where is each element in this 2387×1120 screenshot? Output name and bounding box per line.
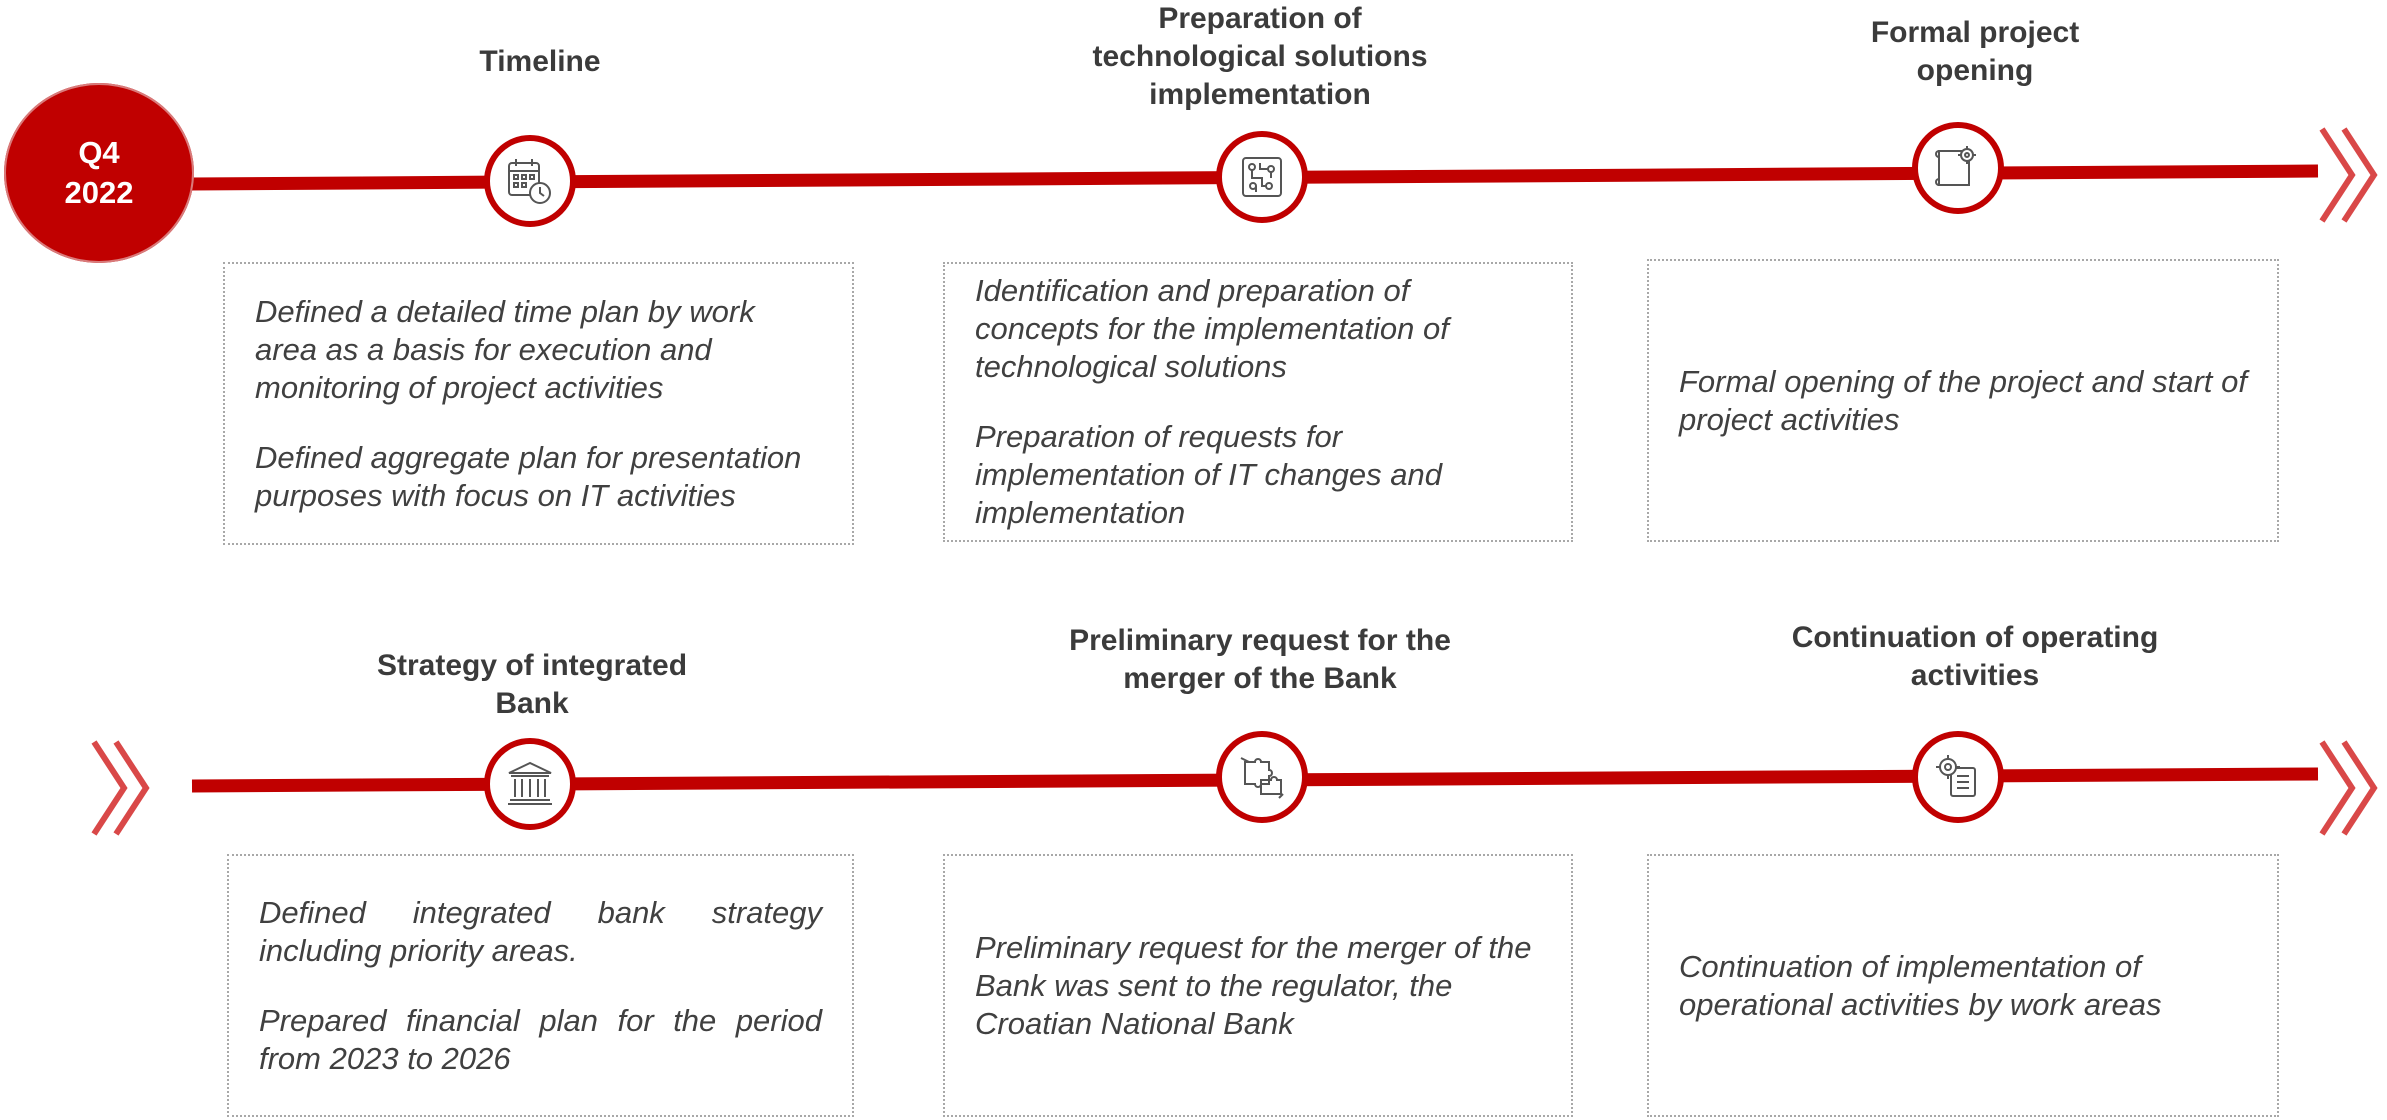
quarter-label: Q4 <box>78 135 120 170</box>
chevron-right-icon <box>2319 127 2378 223</box>
milestone-title: Preparation of technological solutions i… <box>1092 2 1428 111</box>
milestone-node <box>1216 131 1308 223</box>
quarter-year: 2022 <box>64 175 134 210</box>
milestone-description-box: Defined a detailed time plan by work are… <box>223 262 854 545</box>
milestone-description-box: Continuation of implementation of operat… <box>1647 854 2279 1117</box>
description-paragraph: Defined aggregate plan for presentation … <box>255 439 802 513</box>
milestone-title: Timeline <box>479 45 601 78</box>
chevron-right-icon <box>2319 740 2378 836</box>
circuit-board-icon <box>1242 157 1282 197</box>
quarter-badge: Q4 2022 <box>4 83 194 263</box>
description-paragraph: Identification and preparation of concep… <box>975 273 1449 384</box>
chevron-right-icon <box>91 740 150 836</box>
milestone-node <box>484 135 576 227</box>
description-paragraph: Formal opening of the project and start … <box>1679 363 2247 437</box>
milestone-node <box>1912 731 2004 823</box>
description-paragraph: Prepared financial plan for the period f… <box>259 1002 822 1076</box>
milestone-title: Continuation of operating activities <box>1791 621 2159 692</box>
milestone-title: Strategy of integrated Bank <box>376 649 688 720</box>
gear-document-icon <box>1936 755 1976 797</box>
milestone-title: Formal project opening <box>1870 16 2080 87</box>
description-paragraph: Preparation of requests for implementati… <box>975 419 1442 530</box>
milestone-description-box: Formal opening of the project and start … <box>1647 259 2279 542</box>
milestone-title: Preliminary request for the merger of th… <box>1069 624 1451 695</box>
description-paragraph: Preliminary request for the merger of th… <box>975 929 1532 1041</box>
puzzle-merge-icon <box>1240 757 1284 799</box>
bank-building-icon <box>508 761 552 805</box>
description-paragraph: Defined a detailed time plan by work are… <box>255 293 755 405</box>
milestone-description-box: Identification and preparation of concep… <box>943 262 1573 542</box>
description-paragraph: Defined integrated bank strategy includi… <box>259 894 822 968</box>
description-paragraph: Continuation of implementation of operat… <box>1679 948 2162 1022</box>
calendar-clock-icon <box>508 159 551 204</box>
milestone-description-box: Preliminary request for the merger of th… <box>943 854 1573 1117</box>
blueprint-gear-icon <box>1935 146 1976 186</box>
milestone-node <box>1216 731 1308 823</box>
milestone-description-box: Defined integrated bank strategy includi… <box>227 854 854 1117</box>
milestone-node <box>484 738 576 830</box>
milestone-node <box>1912 122 2004 214</box>
